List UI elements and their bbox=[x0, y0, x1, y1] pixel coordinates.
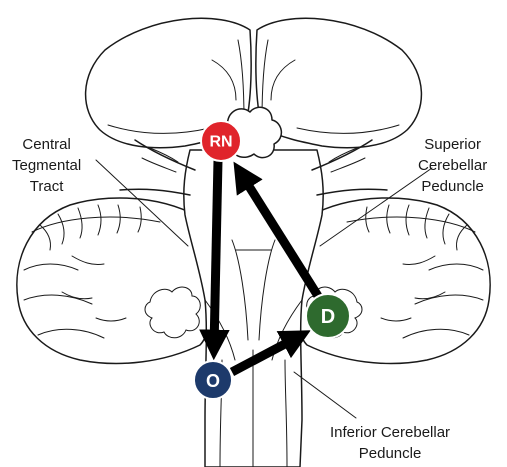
label-line: Peduncle bbox=[330, 443, 450, 464]
label-line: Peduncle bbox=[418, 176, 487, 197]
superior-cerebellar-peduncle-label: Superior Cerebellar Peduncle bbox=[418, 134, 487, 197]
node-o: O bbox=[194, 361, 232, 399]
node-rn-label: RN bbox=[209, 134, 232, 151]
label-line: Superior bbox=[418, 134, 487, 155]
central-tegmental-tract-label: Central Tegmental Tract bbox=[12, 134, 81, 197]
label-line: Cerebellar bbox=[418, 155, 487, 176]
right-cerebellar-hemisphere bbox=[293, 198, 490, 364]
inferior-peduncle-leader bbox=[294, 372, 356, 418]
arrow-rn-to-o bbox=[214, 160, 218, 348]
node-rn: RN bbox=[201, 121, 241, 161]
label-line: Inferior Cerebellar bbox=[330, 422, 450, 443]
left-cerebellar-hemisphere bbox=[17, 198, 214, 364]
node-o-label: O bbox=[206, 371, 220, 391]
label-line: Tegmental bbox=[12, 155, 81, 176]
label-line: Tract bbox=[12, 176, 81, 197]
inferior-cerebellar-peduncle-label: Inferior Cerebellar Peduncle bbox=[330, 422, 450, 464]
label-line: Central bbox=[12, 134, 81, 155]
node-d-label: D bbox=[321, 306, 335, 328]
node-d: D bbox=[306, 294, 350, 338]
